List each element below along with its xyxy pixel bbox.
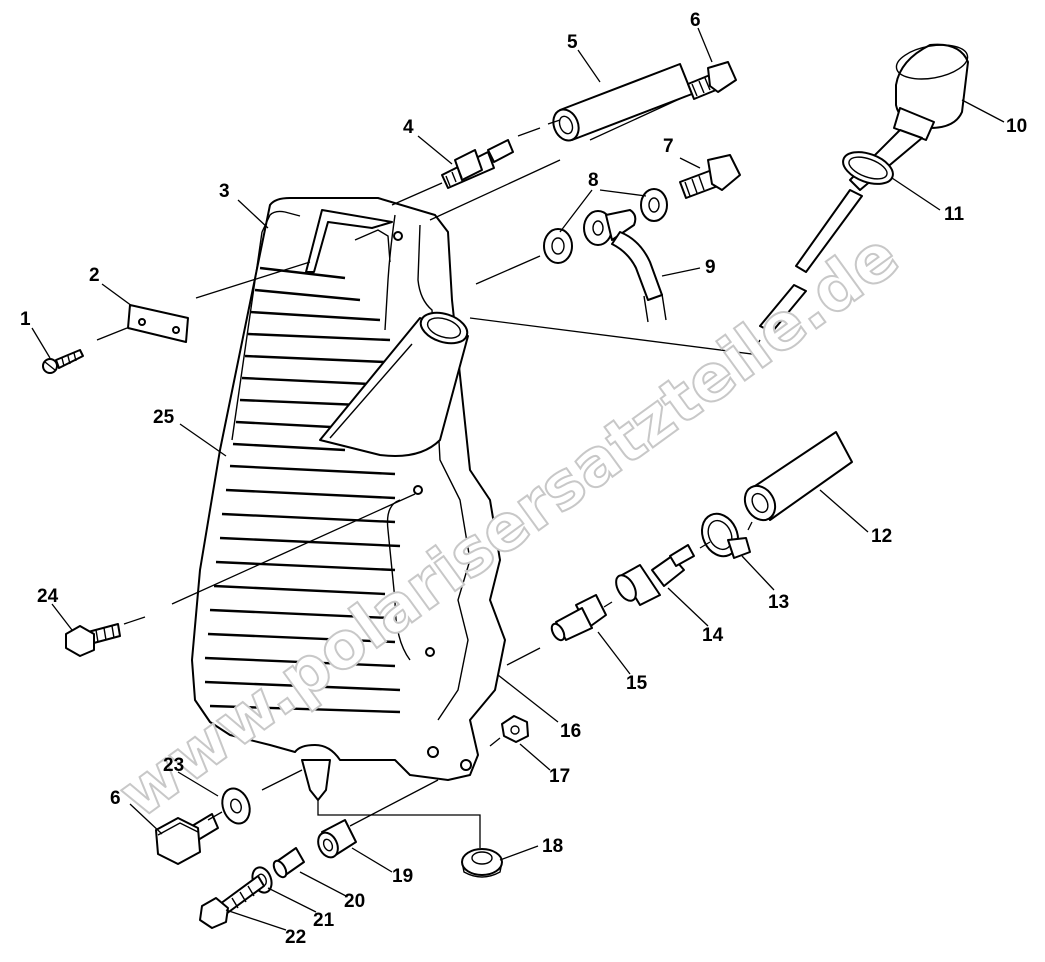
- callout-22: 22: [285, 927, 306, 948]
- bolt-6-top: [687, 61, 737, 100]
- assembly-lines: [96, 95, 761, 848]
- bolt-7: [679, 154, 741, 199]
- clamp-13: [701, 512, 751, 559]
- callout-8: 8: [588, 170, 599, 191]
- callout-5: 5: [567, 32, 578, 53]
- sleeve-20: [272, 847, 305, 879]
- washer-23: [221, 787, 251, 825]
- screw-1: [42, 349, 84, 374]
- callout-20: 20: [344, 891, 365, 912]
- callout-7: 7: [663, 136, 674, 157]
- callout-12: 12: [871, 526, 892, 547]
- callout-2: 2: [89, 265, 100, 286]
- callout-3: 3: [219, 181, 230, 202]
- callout-16: 16: [560, 721, 581, 742]
- barb-fitting-14: [615, 544, 695, 606]
- fitting-4: [441, 139, 514, 189]
- callout-11: 11: [944, 204, 965, 225]
- callout-9: 9: [705, 257, 716, 278]
- callout-19: 19: [392, 866, 413, 887]
- callout-labels: 1 2 3 4 5 6 7 8 9 10 11 12 13 14 15 16 1…: [20, 10, 1027, 948]
- banjo-fitting-9: [583, 209, 667, 323]
- hose-12: [743, 431, 853, 522]
- callout-4: 4: [403, 117, 414, 138]
- callout-17: 17: [549, 766, 570, 787]
- callout-18: 18: [542, 836, 563, 857]
- washers-8: [543, 188, 668, 264]
- callout-23: 23: [163, 755, 184, 776]
- o-ring-11: [842, 151, 894, 185]
- bolt-24: [65, 623, 121, 657]
- leader-lines: [31, 27, 1005, 931]
- grommet-18: [461, 848, 503, 878]
- callout-24: 24: [37, 586, 59, 607]
- nut-17: [501, 715, 529, 743]
- bolt-6-bottom: [155, 813, 219, 865]
- bolt-22: [199, 875, 265, 929]
- callout-25: 25: [153, 407, 175, 428]
- callout-1: 1: [20, 309, 31, 330]
- callout-15: 15: [626, 673, 648, 694]
- callout-21: 21: [313, 910, 335, 931]
- sensor-15: [550, 594, 607, 642]
- callout-10: 10: [1006, 116, 1027, 137]
- callout-13: 13: [768, 592, 789, 613]
- oil-tank: [191, 197, 506, 801]
- hose-5: [552, 63, 693, 142]
- plate-2: [127, 304, 189, 343]
- callout-6-bottom: 6: [110, 788, 121, 809]
- callout-14: 14: [702, 625, 724, 646]
- callout-6-top: 6: [690, 10, 701, 31]
- bushing-19: [317, 819, 357, 859]
